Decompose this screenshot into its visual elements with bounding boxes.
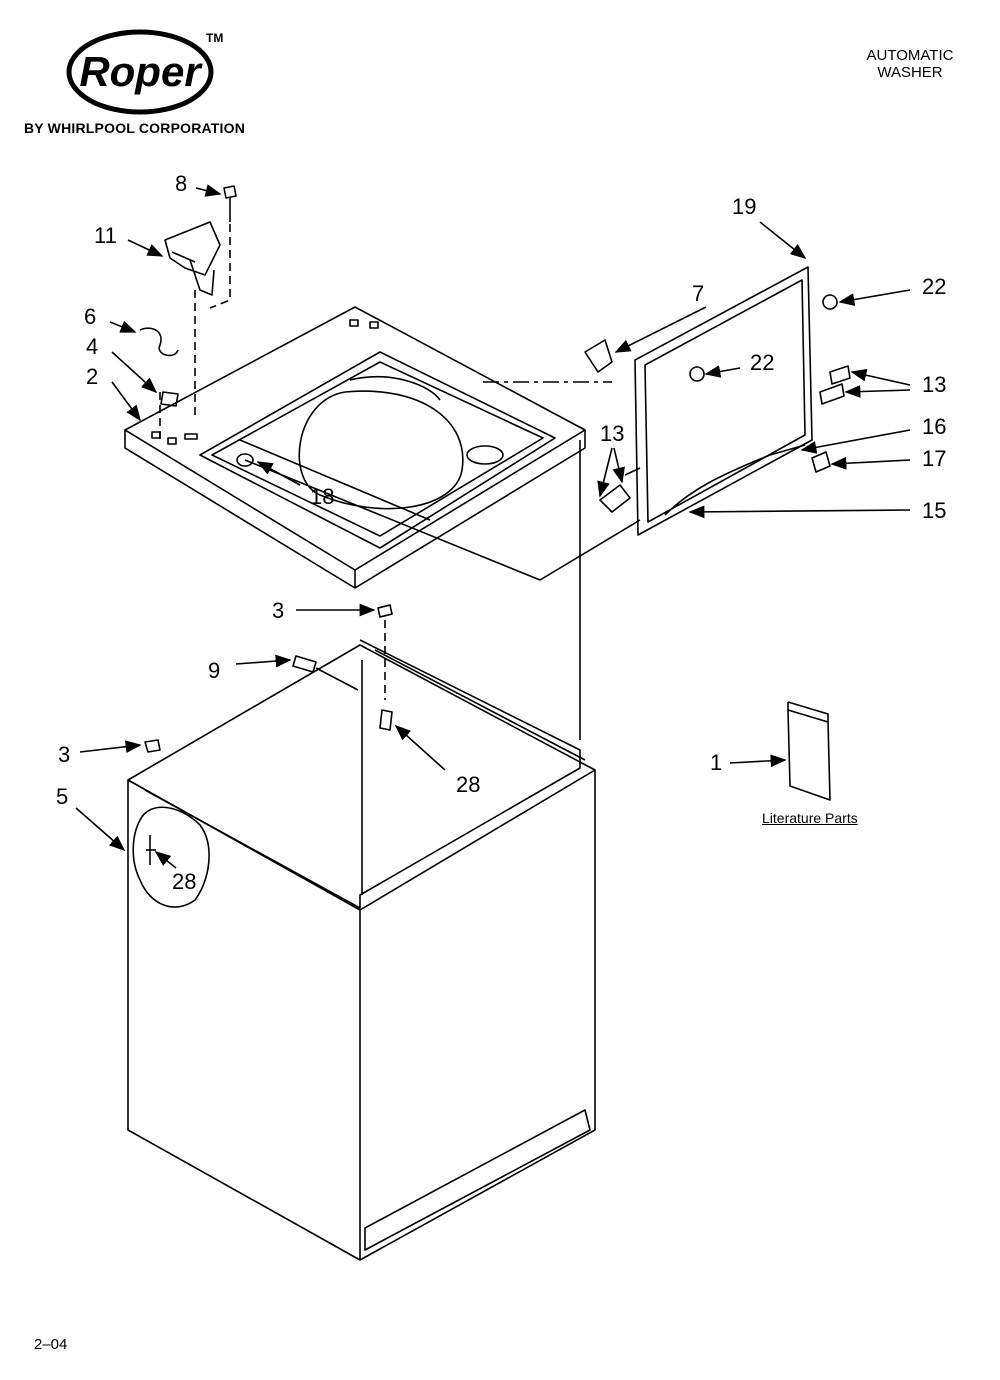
clip-6-part: [139, 327, 179, 357]
callout-28-a: 28: [456, 772, 481, 797]
callout-4: 4: [86, 334, 99, 359]
callout-7: 7: [692, 281, 705, 306]
product-title-line1: AUTOMATIC: [866, 47, 954, 64]
callout-3-b: 3: [58, 742, 71, 767]
literature-parts-label: Literature Parts: [762, 810, 858, 826]
clip-4-part: [160, 391, 179, 407]
document-code: 2–04: [34, 1336, 68, 1353]
callout-11: 11: [94, 223, 117, 248]
callout-18: 18: [310, 484, 335, 509]
callout-8: 8: [175, 171, 188, 196]
brand-tagline: BY WHIRLPOOL CORPORATION: [24, 120, 246, 136]
callout-1: 1: [710, 750, 723, 775]
svg-text:Roper: Roper: [79, 48, 203, 95]
literature-parts-part: [787, 701, 831, 801]
callout-16: 16: [922, 414, 947, 439]
callout-3-a: 3: [272, 598, 285, 623]
cabinet-5-part: [127, 639, 596, 1261]
callout-6: 6: [84, 304, 97, 329]
product-title-line2: WASHER: [877, 64, 943, 81]
callout-28-b: 28: [172, 869, 197, 894]
callout-15: 15: [922, 498, 947, 523]
callout-2: 2: [86, 364, 99, 389]
callout-19: 19: [732, 194, 757, 219]
handle-7-part: [584, 339, 613, 373]
roper-logo: Roper TM: [66, 29, 223, 115]
lid-19-part: [634, 266, 813, 536]
top-panel-part: [124, 306, 586, 589]
callout-22-a: 22: [922, 274, 947, 299]
callout-13-b: 13: [600, 421, 625, 446]
svg-text:TM: TM: [206, 31, 223, 45]
lid-switch-part: [164, 221, 221, 296]
screw-8-part: [223, 185, 237, 222]
callout-22-b: 22: [750, 350, 775, 375]
callout-5: 5: [56, 784, 69, 809]
callout-13-a: 13: [922, 372, 947, 397]
product-title: AUTOMATIC WASHER: [852, 47, 968, 81]
callout-9: 9: [208, 658, 221, 683]
callout-17: 17: [922, 446, 947, 471]
